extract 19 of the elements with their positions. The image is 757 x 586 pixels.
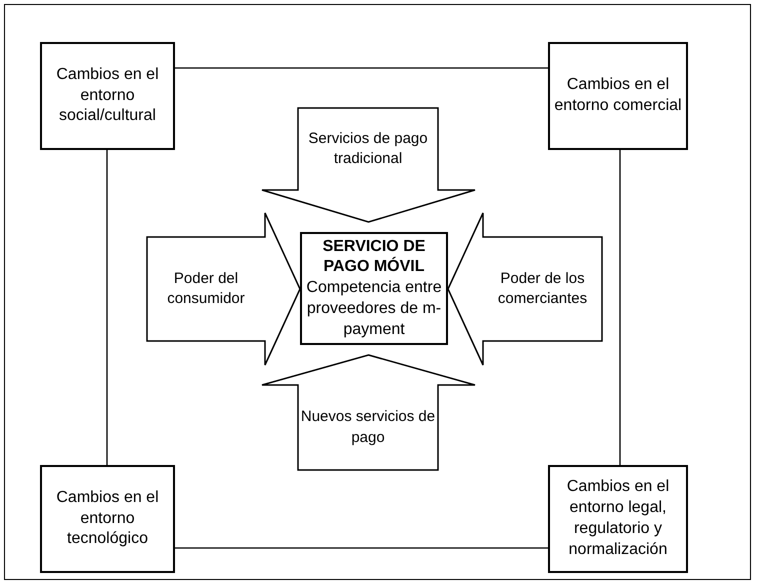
connector-line <box>175 67 548 69</box>
box-text: Cambios en el entorno social/cultural <box>55 64 160 126</box>
connector-line <box>619 150 621 465</box>
arrow-label: Poder de los comerciantes <box>496 268 588 309</box>
arrow-label: Servicios de pago tradicional <box>307 128 429 169</box>
connector-line <box>175 547 548 549</box>
box-heading: SERVICIO DE PAGO MÓVIL <box>322 236 426 278</box>
connector-line <box>106 150 108 465</box>
factor-box <box>40 42 175 150</box>
arrow-label: Nuevos servicios de pago <box>300 407 436 448</box>
box-text: Cambios en el entorno tecnológico <box>55 488 160 550</box>
factor-box <box>40 465 175 573</box>
arrow-label: Poder del consumidor <box>166 268 246 309</box>
box-text: Cambios en el entorno comercial <box>554 75 682 116</box>
box-text: Competencia entre proveedores de m-payment <box>306 278 442 340</box>
central-box <box>300 232 448 345</box>
box-text: Cambios en el entorno legal, regulatorio y normalización <box>566 477 670 560</box>
factor-box <box>548 465 688 573</box>
factor-box <box>548 42 688 150</box>
